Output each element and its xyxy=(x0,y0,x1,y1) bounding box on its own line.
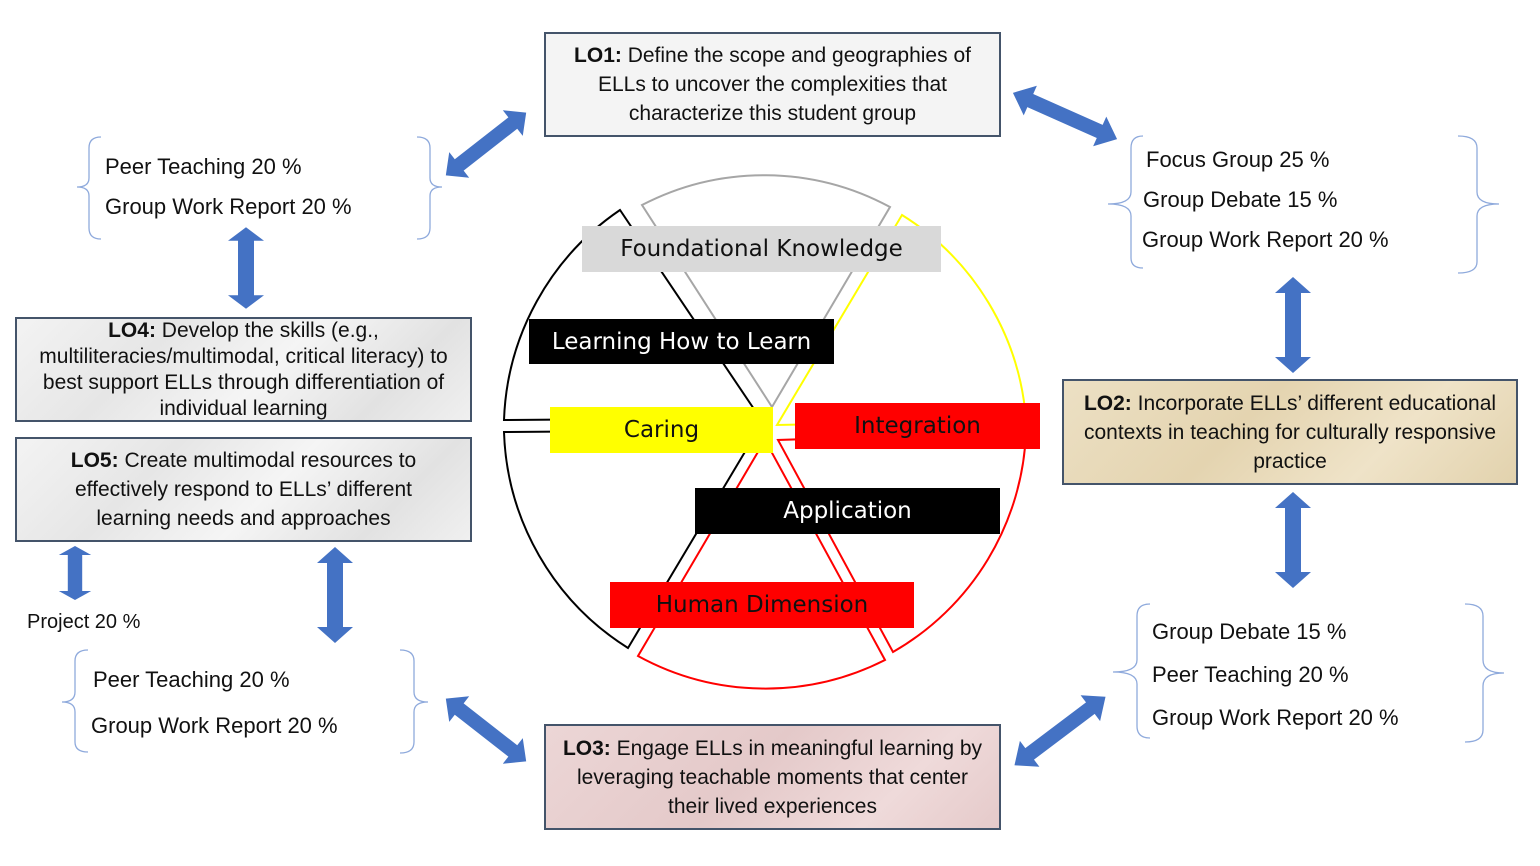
assessment-group-bottom-right: Group Debate 15 % Peer Teaching 20 % Gro… xyxy=(1152,610,1399,739)
assessment-item: Peer Teaching 20 % xyxy=(105,154,302,179)
wheel-segment-integration xyxy=(776,430,1028,654)
lo5-code: LO5: xyxy=(70,449,119,472)
lo2-box: LO2: Incorporate ELLs’ different educati… xyxy=(1062,379,1518,485)
bracket-left-br xyxy=(1112,603,1151,739)
arrow-lo2-bottomright xyxy=(1275,492,1311,588)
arrow-lo1-topright xyxy=(1006,78,1124,154)
bracket-left-bl xyxy=(61,649,89,753)
assessment-item: Peer Teaching 20 % xyxy=(1152,662,1349,687)
arrow-bottomleft-lo3 xyxy=(435,685,537,775)
label-foundational-knowledge: Foundational Knowledge xyxy=(582,226,941,272)
arrow-lo5-project xyxy=(58,546,92,600)
wheel-segment-foundational xyxy=(640,174,892,409)
lo4-box: LO4: Develop the skills (e.g., multilite… xyxy=(15,317,472,422)
label-integration: Integration xyxy=(795,403,1040,449)
assessment-group-top-left: Peer Teaching 20 % Group Work Report 20 … xyxy=(105,147,352,227)
lo4-text: Develop the skills (e.g., multiliteracie… xyxy=(39,318,448,420)
wheel-segment-learning xyxy=(502,208,762,422)
assessment-item: Group Work Report 20 % xyxy=(1152,705,1399,730)
wheel-segment-application xyxy=(502,428,760,650)
assessment-item: Peer Teaching 20 % xyxy=(93,667,290,692)
arrow-topleft-lo4 xyxy=(228,227,264,309)
bracket-left-tl xyxy=(76,136,102,240)
bracket-right-br xyxy=(1464,603,1505,743)
label-learning-how-to-learn: Learning How to Learn xyxy=(529,319,834,364)
assessment-item: Focus Group 25 % xyxy=(1146,147,1330,172)
lo3-text: Engage ELLs in meaningful learning by le… xyxy=(576,736,983,818)
lo2-text: Incorporate ELLs’ different educational … xyxy=(1083,391,1497,473)
assessment-item: Group Work Report 20 % xyxy=(1142,227,1389,252)
assessment-group-bottom-left: Peer Teaching 20 % Group Work Report 20 … xyxy=(91,657,338,749)
bracket-right-tr xyxy=(1457,135,1500,274)
arrow-lo3-bottomright xyxy=(1004,683,1116,779)
label-human-dimension: Human Dimension xyxy=(610,582,914,628)
label-application: Application xyxy=(695,488,1000,534)
bracket-right-tl xyxy=(416,136,443,240)
assessment-item: Group Debate 15 % xyxy=(1152,619,1347,644)
lo3-box: LO3: Engage ELLs in meaningful learning … xyxy=(544,724,1001,830)
lo1-text: Define the scope and geographies of ELLs… xyxy=(597,44,971,125)
assessment-project: Project 20 % xyxy=(27,611,141,633)
lo4-code: LO4: xyxy=(108,318,156,342)
arrow-lo1-topleft xyxy=(435,99,537,189)
wheel-segment-human xyxy=(636,437,887,690)
lo1-code: LO1: xyxy=(574,44,622,67)
lo3-code: LO3: xyxy=(562,736,611,760)
lo1-box: LO1: Define the scope and geographies of… xyxy=(544,32,1001,137)
lo5-box: LO5: Create multimodal resources to effe… xyxy=(15,437,472,542)
label-caring: Caring xyxy=(550,407,773,453)
arrow-lo5-bottomleft xyxy=(317,547,353,643)
bracket-right-bl xyxy=(399,649,429,754)
assessment-item: Group Work Report 20 % xyxy=(105,194,352,219)
assessment-item: Group Work Report 20 % xyxy=(91,713,338,738)
brackets xyxy=(61,135,1505,754)
assessment-group-top-right: Focus Group 25 % Group Debate 15 % Group… xyxy=(1142,140,1389,260)
bracket-left-tr xyxy=(1107,135,1144,269)
lo2-code: LO2: xyxy=(1083,391,1132,415)
assessment-item: Group Debate 15 % xyxy=(1143,187,1338,212)
arrow-topright-lo2 xyxy=(1275,277,1311,373)
lo5-text: Create multimodal resources to effective… xyxy=(75,449,417,530)
